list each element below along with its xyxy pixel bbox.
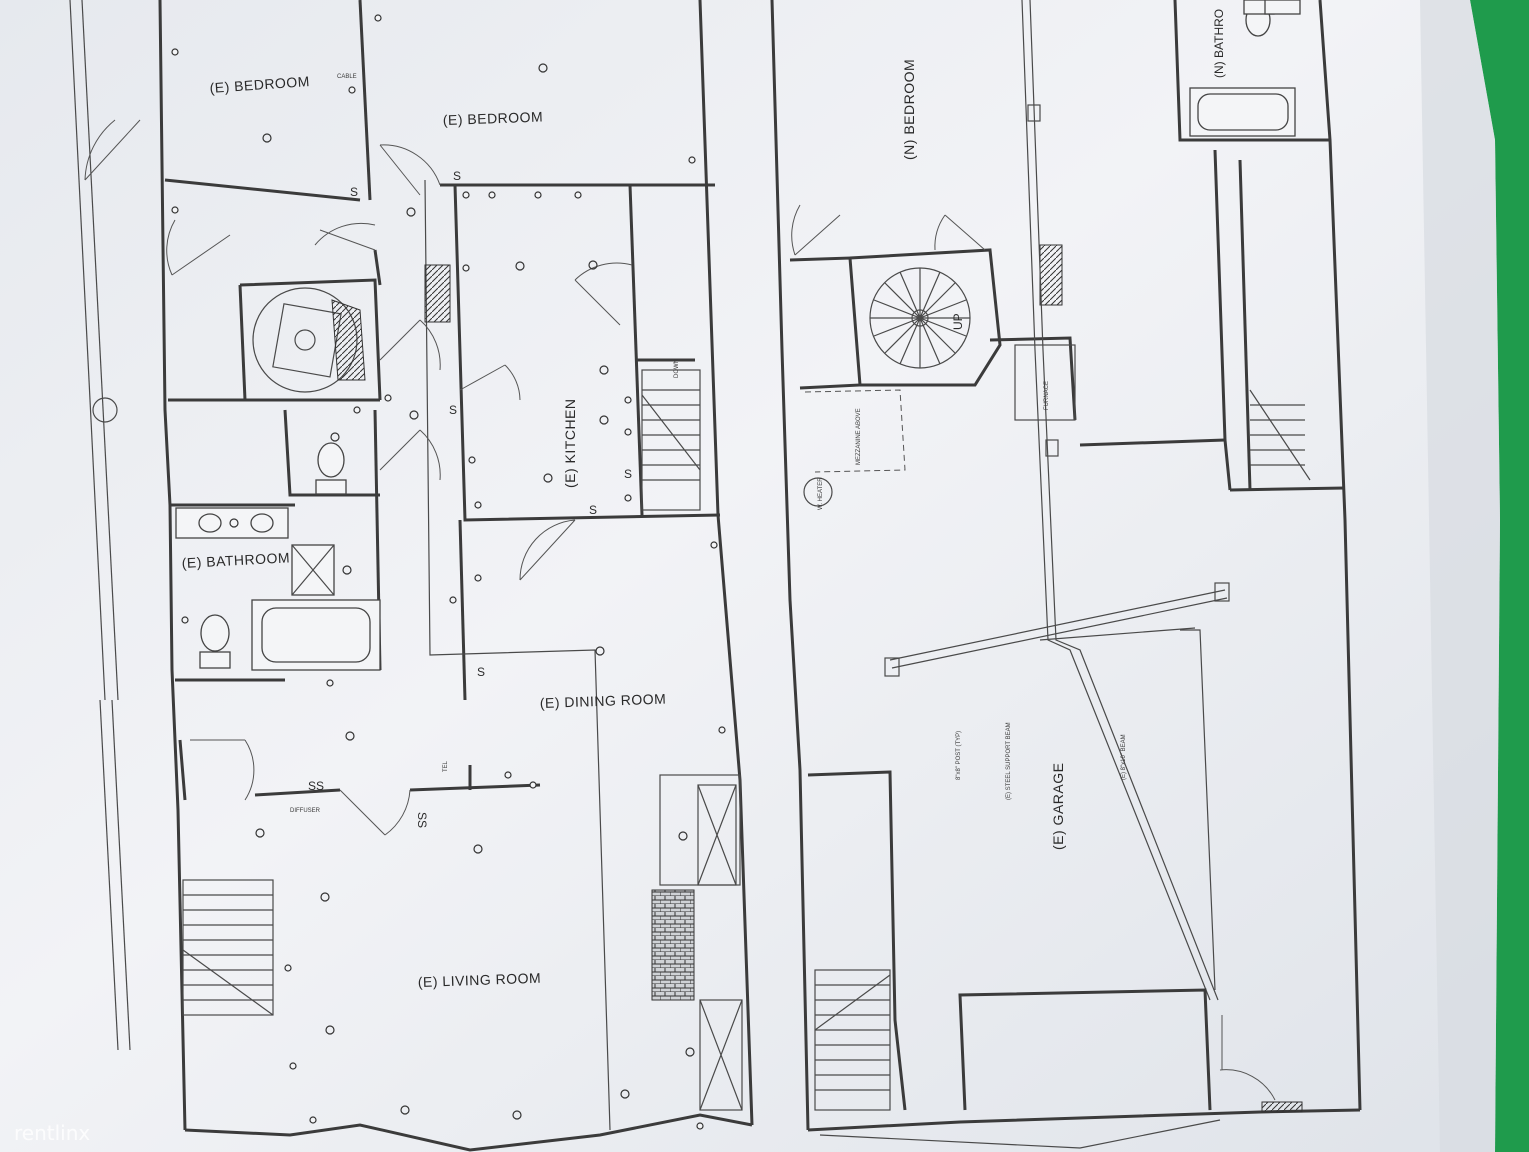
spiral-stair (252, 287, 366, 393)
room-label-garage: (E) GARAGE (1050, 763, 1066, 850)
room-label-new-bathroom: (N) BATHRO (1212, 9, 1226, 78)
beam-label-1: (E) STEEL SUPPORT BEAM (1006, 722, 1012, 800)
room-label-bathroom: (E) BATHROOM (181, 549, 290, 571)
furnace-label: FURNACE (1044, 381, 1050, 410)
tel-label: TEL (443, 760, 449, 772)
mezzanine-label: MEZZANINE ABOVE (856, 408, 862, 465)
outlet-label-1: S (350, 185, 358, 199)
bath-fixtures (175, 442, 381, 671)
cable-label: CABLE (337, 74, 357, 80)
outlet-label-3: S (449, 403, 457, 417)
room-label-bedroom-2: (E) BEDROOM (443, 109, 544, 128)
switch-label-2: SS (415, 812, 429, 828)
paper-fold-shadow (1420, 0, 1500, 1152)
stair-down-label: DOWN (674, 359, 680, 378)
stair-kitchen (641, 369, 701, 511)
rentlinx-watermark: rentlinx (14, 1121, 90, 1145)
post-label: 8"x8" POST (TYP) (956, 731, 962, 780)
margin-lines (69, 0, 131, 1051)
lower-floor-plan (92, 0, 1362, 1149)
outlet-label-4: S (589, 503, 597, 517)
main-floor-plan (84, 0, 754, 1152)
room-label-kitchen: (E) KITCHEN (562, 399, 578, 489)
switch-label-1: SS (308, 779, 324, 793)
stair-up-label: UP (951, 313, 965, 330)
room-label-new-bedroom: (N) BEDROOM (901, 59, 917, 160)
light-fixtures (229, 63, 695, 1120)
outlet-label-5: S (624, 467, 632, 481)
beam-label-2: (E) 8"x10" BEAM (1121, 734, 1127, 780)
room-label-bedroom-1: (E) BEDROOM (209, 73, 310, 96)
stair-living (182, 879, 274, 1016)
outlet-label-6: S (477, 665, 485, 679)
room-label-dining-room: (E) DINING ROOM (540, 691, 667, 711)
outlets (171, 14, 726, 1130)
water-heater-label: W. HEATER (818, 477, 824, 510)
door-swings (84, 119, 633, 836)
room-label-living-room: (E) LIVING ROOM (418, 970, 542, 990)
outlet-label-2: S (453, 169, 461, 183)
diffuser-label: DIFFUSER (290, 808, 321, 814)
